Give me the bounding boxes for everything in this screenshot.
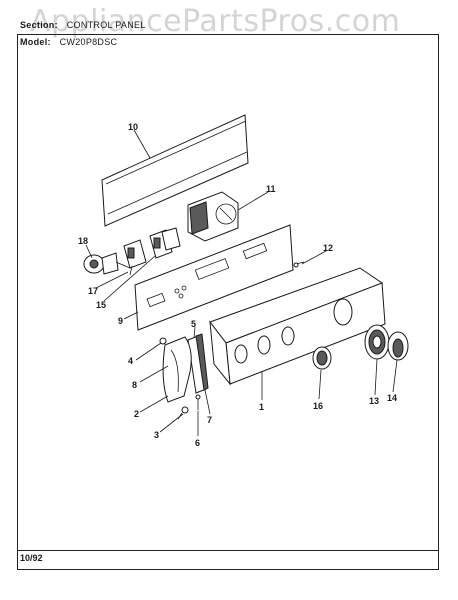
callout-18: 18 xyxy=(78,236,88,246)
part-14-knob[interactable] xyxy=(387,331,409,361)
callout-5: 5 xyxy=(191,319,196,329)
callout-4: 4 xyxy=(128,356,133,366)
part-10-rear-cover[interactable] xyxy=(101,114,249,227)
callout-7: 7 xyxy=(207,415,212,425)
callout-17: 17 xyxy=(88,286,98,296)
part-18-relay[interactable] xyxy=(83,252,131,275)
footer-date: 10/92 xyxy=(20,553,43,563)
part-17-switch[interactable] xyxy=(123,239,147,276)
section-header: Section: CONTROL PANEL xyxy=(20,20,146,30)
callout-10: 10 xyxy=(128,122,138,132)
callout-2: 2 xyxy=(134,409,139,419)
part-2-end-bracket[interactable] xyxy=(162,336,192,403)
part-1-console[interactable] xyxy=(209,267,386,386)
part-11-timer[interactable] xyxy=(187,191,239,242)
callout-11: 11 xyxy=(266,184,276,194)
model-label: Model: xyxy=(20,37,51,47)
callout-15: 15 xyxy=(96,300,106,310)
part-16-knob[interactable] xyxy=(312,346,332,370)
part-15-switch[interactable] xyxy=(149,227,181,259)
callout-16: 16 xyxy=(313,401,323,411)
watermark: AppliancePartsPros.com xyxy=(30,4,401,39)
callout-13: 13 xyxy=(369,396,379,406)
callout-12: 12 xyxy=(323,243,333,253)
part-12-screw[interactable] xyxy=(293,261,305,268)
leader-lines xyxy=(85,129,398,436)
callout-3: 3 xyxy=(154,430,159,440)
part-13-dial[interactable] xyxy=(364,324,390,360)
callout-14: 14 xyxy=(387,393,397,403)
callout-8: 8 xyxy=(132,380,137,390)
part-5-end-cap[interactable] xyxy=(187,333,209,394)
model-header: Model: CW20P8DSC xyxy=(20,37,117,47)
diagram-frame xyxy=(17,34,439,570)
footer-divider xyxy=(17,550,439,551)
part-6-screw[interactable] xyxy=(195,394,201,410)
callouts: 10 11 18 17 15 12 9 5 4 8 2 3 6 7 1 16 1… xyxy=(78,122,397,448)
section-value: CONTROL PANEL xyxy=(66,20,146,30)
part-9-panel-bracket[interactable] xyxy=(134,224,294,331)
section-label: Section: xyxy=(20,20,58,30)
callout-9: 9 xyxy=(118,316,123,326)
callout-6: 6 xyxy=(195,438,200,448)
callout-1: 1 xyxy=(259,402,264,412)
model-value: CW20P8DSC xyxy=(59,37,118,47)
part-4-clip[interactable] xyxy=(159,337,167,345)
